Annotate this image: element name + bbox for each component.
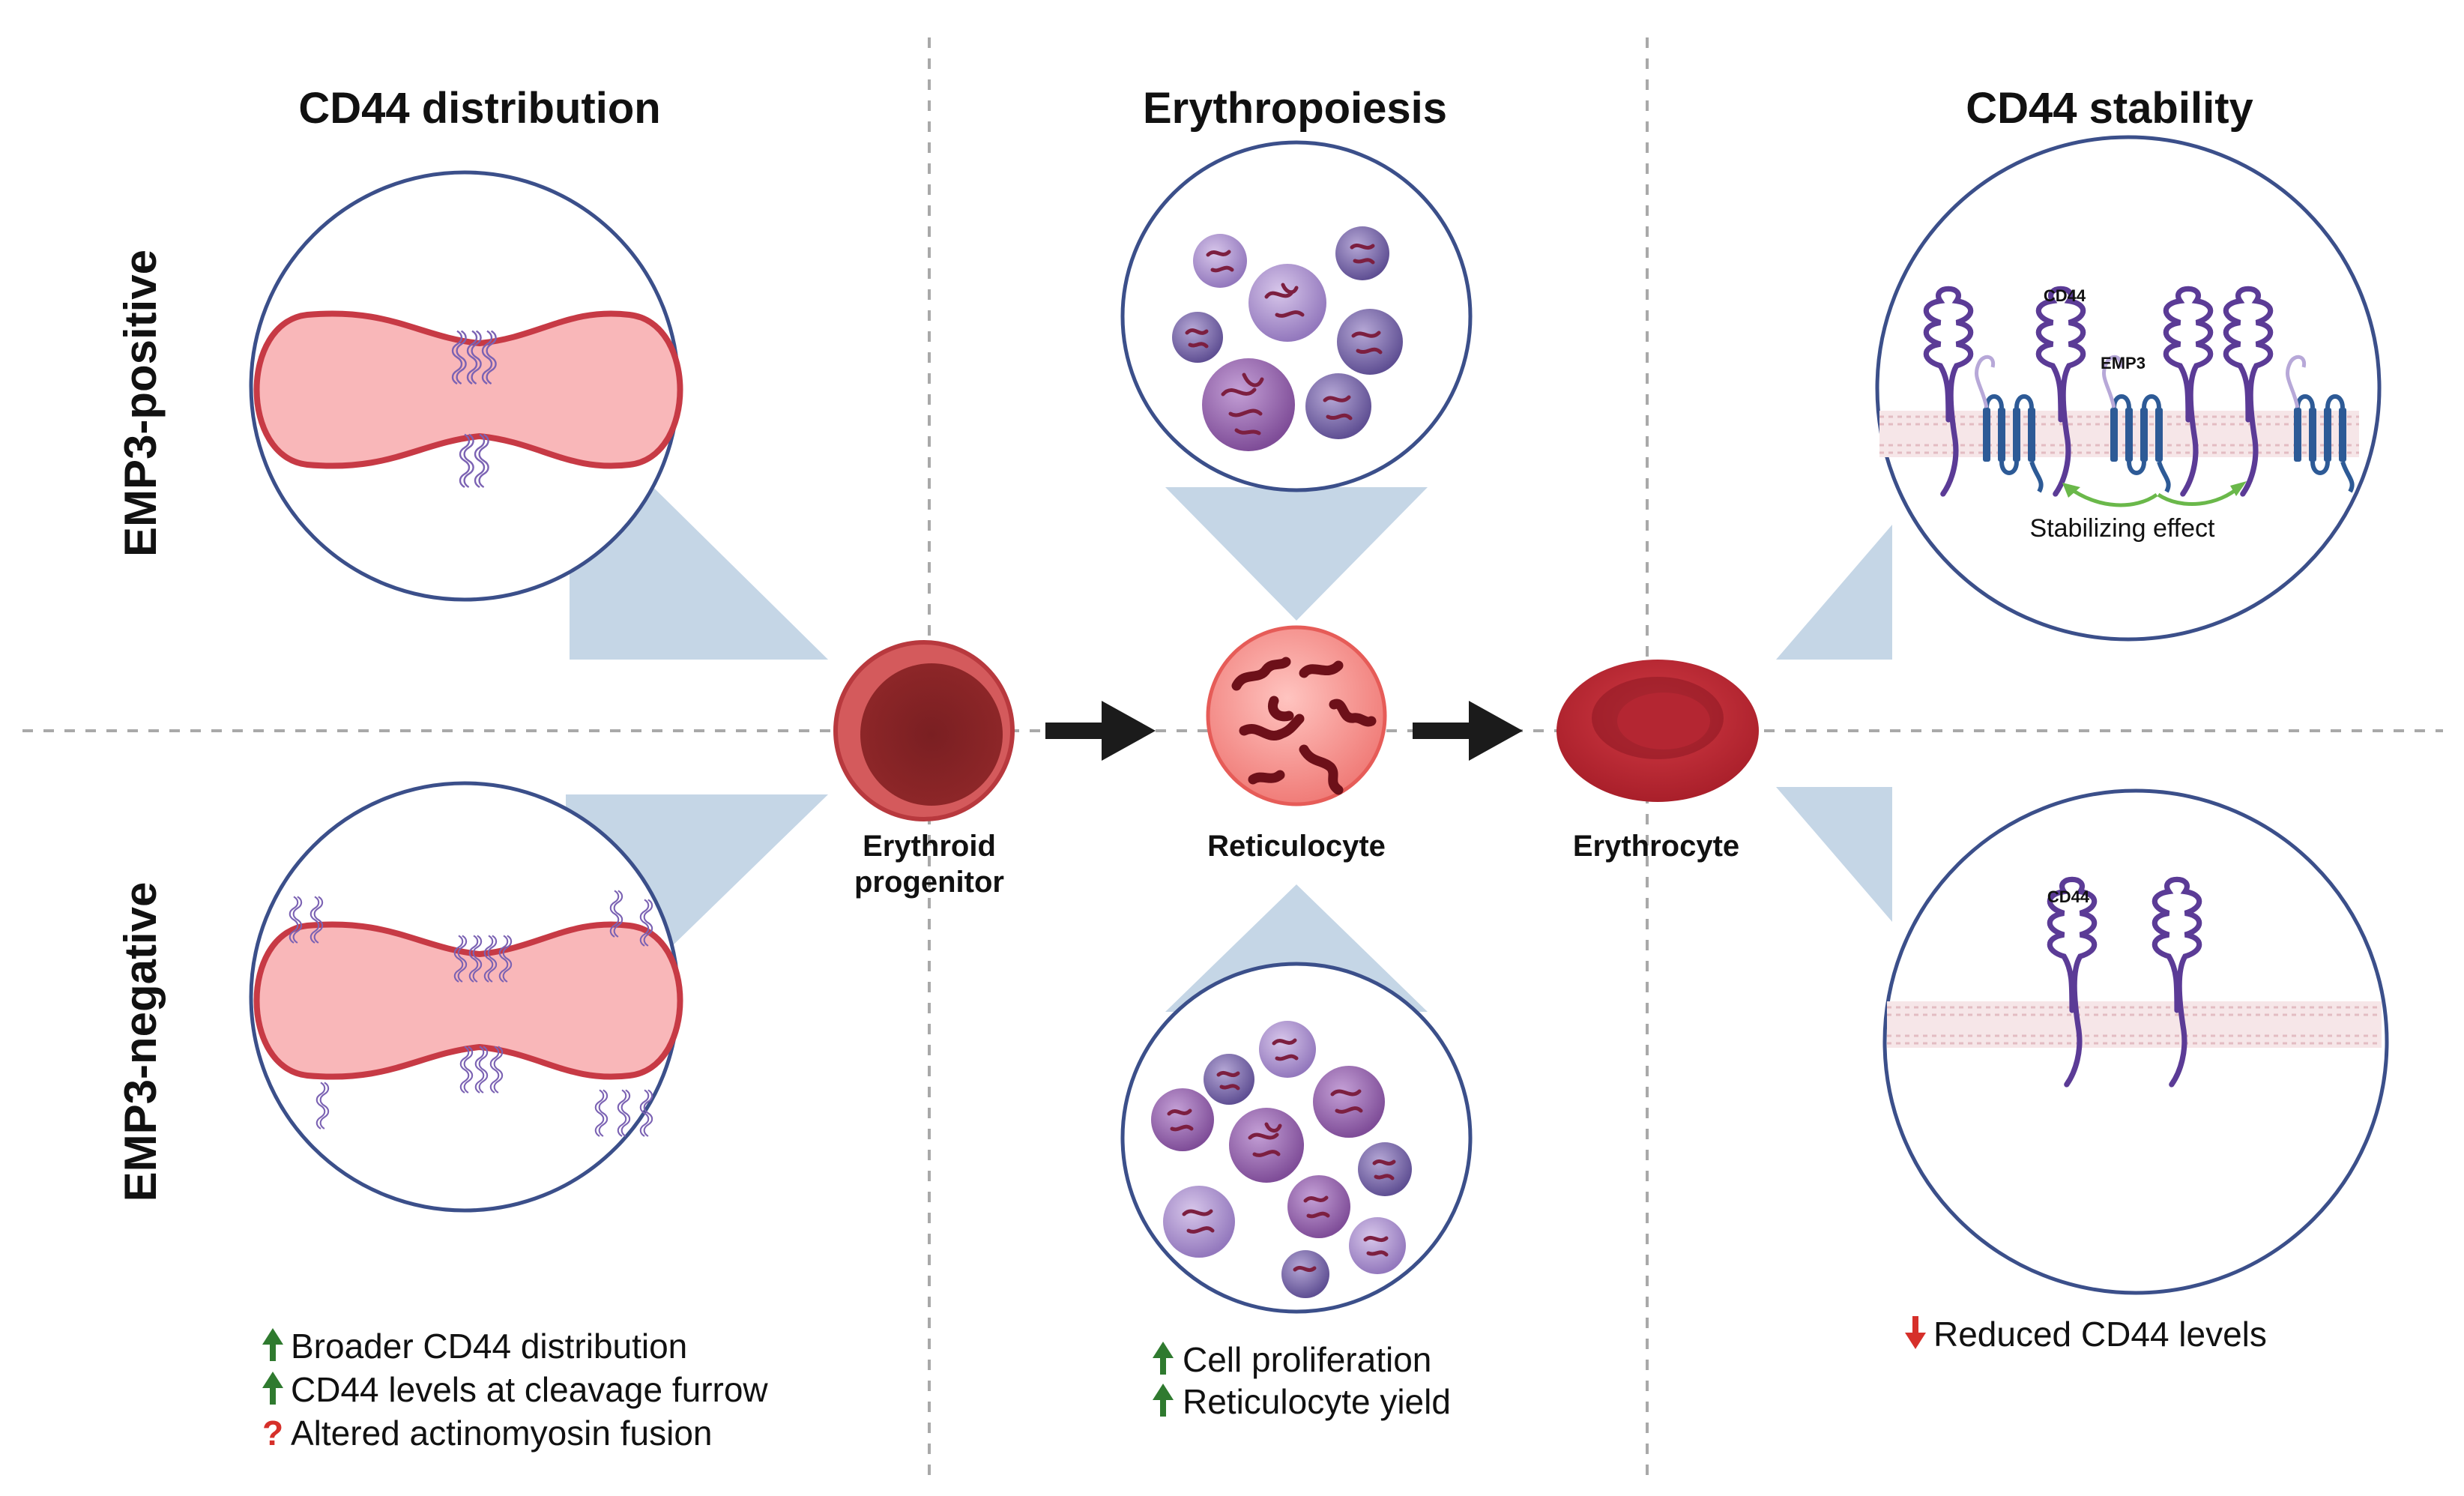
header-cd44-stability: CD44 stability — [1966, 84, 2253, 133]
note-erythropoiesis-1: Cell proliferation — [1183, 1340, 1431, 1379]
note-distribution-1: Broader CD44 distribution — [291, 1327, 687, 1366]
label-erythroid: Erythroid — [863, 830, 996, 863]
dividing-cell-positive-panel — [249, 170, 683, 602]
arrow-progenitor-to-reticulocyte — [1045, 701, 1156, 761]
notes-distribution: Broader CD44 distribution CD44 levels at… — [262, 1327, 768, 1453]
note-distribution-2: CD44 levels at cleavage furrow — [291, 1370, 768, 1409]
notes-stability: Reduced CD44 levels — [1905, 1315, 2267, 1354]
membrane-emp3-negative: CD44 — [1882, 788, 2389, 1295]
up-arrow-icon — [262, 1328, 283, 1361]
erythroid-cluster-top — [1120, 140, 1473, 492]
note-distribution-3: Altered actinomyosin fusion — [291, 1414, 713, 1453]
label-erythrocyte: Erythrocyte — [1573, 830, 1739, 863]
stabilizing-arrows — [2062, 481, 2247, 507]
arrow-reticulocyte-to-erythrocyte — [1413, 701, 1523, 761]
label-progenitor: progenitor — [854, 866, 1004, 899]
label-emp3: EMP3 — [2101, 354, 2146, 373]
erythroid-progenitor-cell — [833, 640, 1015, 821]
row-label-emp3-negative: EMP3-negative — [115, 882, 166, 1202]
up-arrow-icon — [262, 1372, 283, 1405]
row-label-emp3-positive: EMP3-positive — [115, 250, 166, 557]
label-stabilizing-effect: Stabilizing effect — [2030, 514, 2216, 543]
header-cd44-distribution: CD44 distribution — [298, 84, 660, 133]
reticulocyte-cell — [1206, 625, 1387, 806]
notes-erythropoiesis: Cell proliferation Reticulocyte yield — [1153, 1340, 1451, 1421]
header-erythropoiesis: Erythropoiesis — [1143, 84, 1447, 133]
erythrocyte-cell — [1556, 660, 1759, 802]
dividing-cell-negative-panel — [249, 781, 683, 1213]
up-arrow-icon — [1153, 1384, 1174, 1417]
membrane-emp3-positive: CD44 EMP3 Stabilizing effect — [1875, 135, 2382, 642]
question-icon: ? — [262, 1414, 283, 1453]
dividing-cell-positive — [253, 310, 683, 469]
dividing-cell-negative — [253, 921, 683, 1080]
erythroid-cluster-bottom — [1120, 962, 1473, 1314]
up-arrow-icon — [1153, 1342, 1174, 1375]
note-erythropoiesis-2: Reticulocyte yield — [1183, 1382, 1451, 1421]
note-stability-1: Reduced CD44 levels — [1933, 1315, 2267, 1354]
label-cd44-top: CD44 — [2044, 286, 2086, 305]
down-arrow-icon — [1905, 1316, 1926, 1349]
label-reticulocyte: Reticulocyte — [1207, 830, 1386, 863]
label-cd44-bottom: CD44 — [2047, 887, 2090, 906]
